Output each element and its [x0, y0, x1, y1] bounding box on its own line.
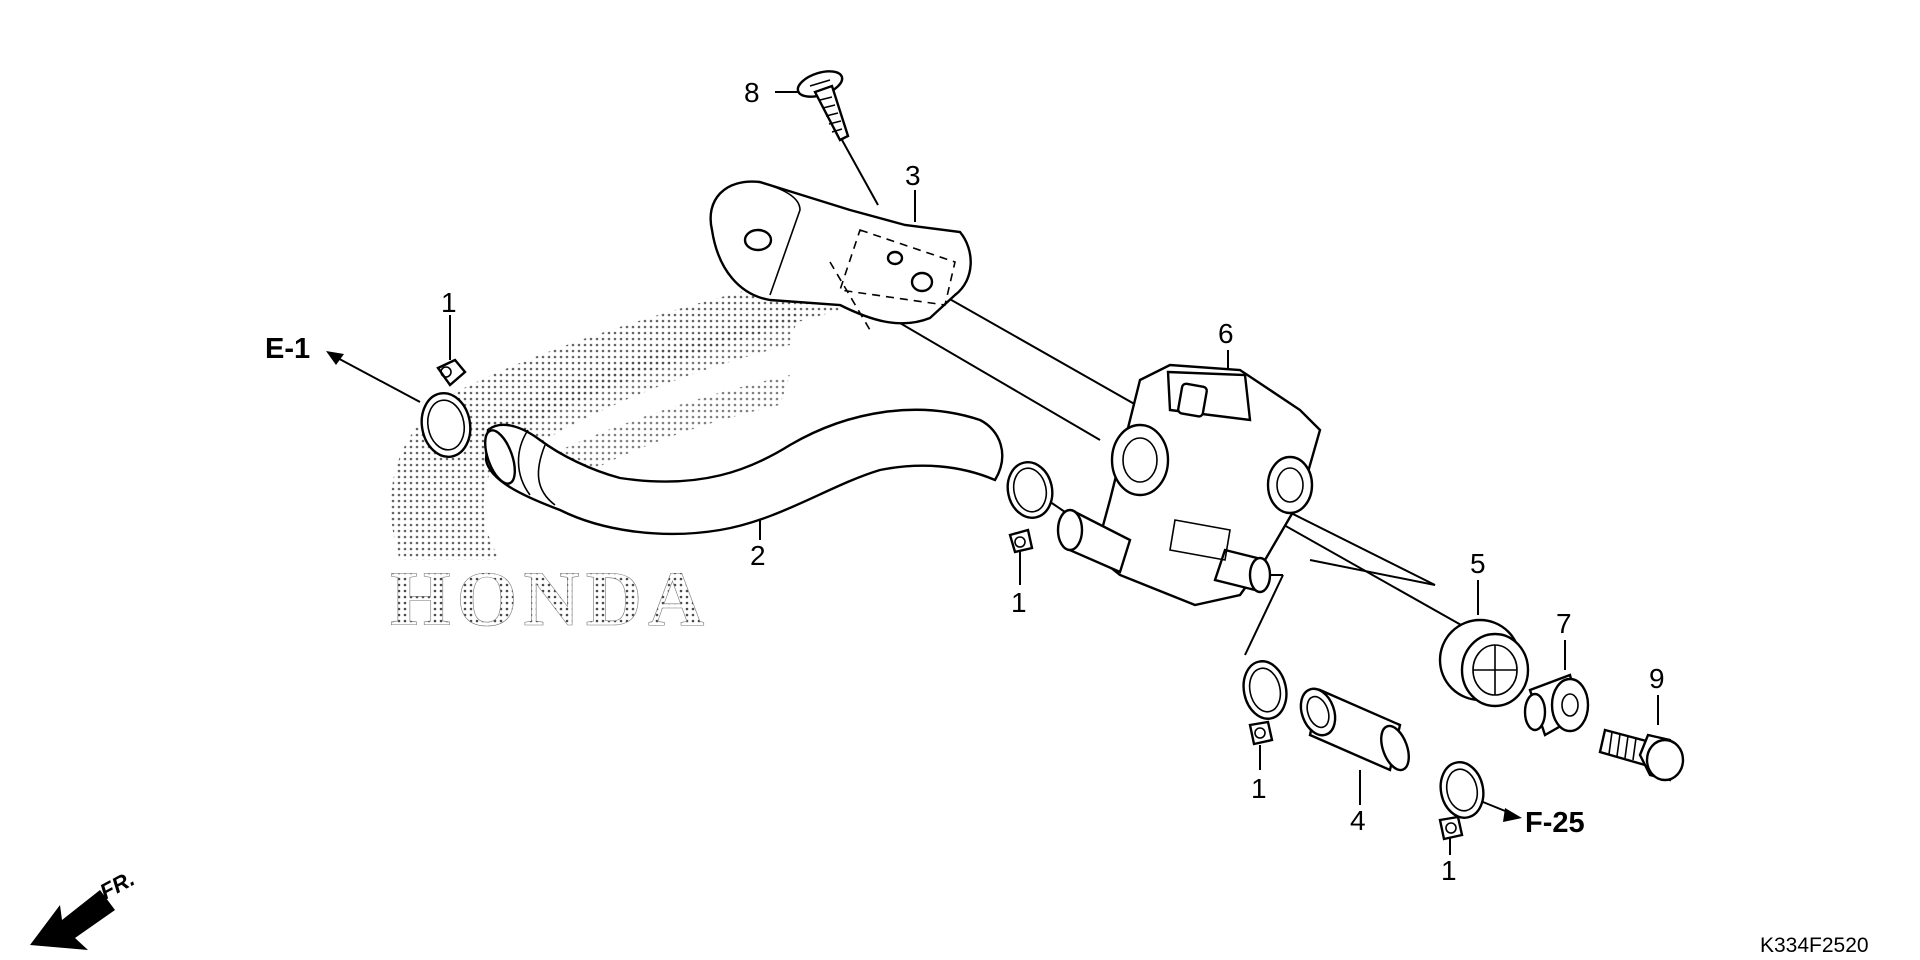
callout-clip-bottom: 1	[1441, 855, 1457, 886]
ref-arrow-e1	[326, 351, 421, 403]
callout-bolt: 9	[1649, 663, 1665, 694]
clip-upper-left	[420, 358, 472, 458]
leader-bracket-to-valve-2	[924, 284, 1146, 411]
callout-hose: 2	[750, 540, 766, 571]
callout-grommet: 5	[1470, 548, 1486, 579]
screw	[796, 70, 850, 142]
front-direction-arrow: FR.	[30, 866, 139, 950]
callout-clip-lower: 1	[1251, 773, 1267, 804]
watermark-text: HONDA	[390, 555, 710, 642]
callout-valve: 6	[1218, 318, 1234, 349]
ref-arrow-f25	[1477, 799, 1522, 822]
callout-clip-mid: 1	[1011, 587, 1027, 618]
callout-screw: 8	[744, 77, 760, 108]
callout-collar: 7	[1556, 608, 1572, 639]
clip-bottom	[1438, 761, 1485, 841]
callout-clip-upper-left: 1	[441, 287, 457, 318]
ref-label-e1: E-1	[265, 333, 310, 365]
leader-valve-right-2	[1309, 559, 1436, 586]
collar	[1523, 673, 1590, 737]
leader-screw-bracket	[841, 139, 879, 206]
watermark-wing-2	[470, 310, 800, 455]
callout-tube: 4	[1350, 805, 1366, 836]
callout-bracket: 3	[905, 160, 921, 191]
drawing-code: K334F2520	[1760, 934, 1869, 957]
valve	[1056, 363, 1322, 607]
clip-lower	[1242, 660, 1288, 746]
tube	[1299, 687, 1410, 772]
leader-valve-right-1	[1264, 499, 1436, 586]
grommet	[1438, 618, 1530, 708]
bolt	[1598, 728, 1685, 782]
bracket	[709, 180, 972, 331]
ref-label-f25: F-25	[1525, 807, 1585, 839]
callouts: 8 3 1 2 6 1 5 7 9 1 4 1	[441, 77, 1665, 886]
clip-mid	[1006, 461, 1054, 554]
leader-lines	[449, 91, 1659, 855]
front-arrow-icon	[30, 890, 115, 950]
leader-valve-lower-2	[1244, 574, 1284, 656]
hose	[484, 408, 1004, 536]
